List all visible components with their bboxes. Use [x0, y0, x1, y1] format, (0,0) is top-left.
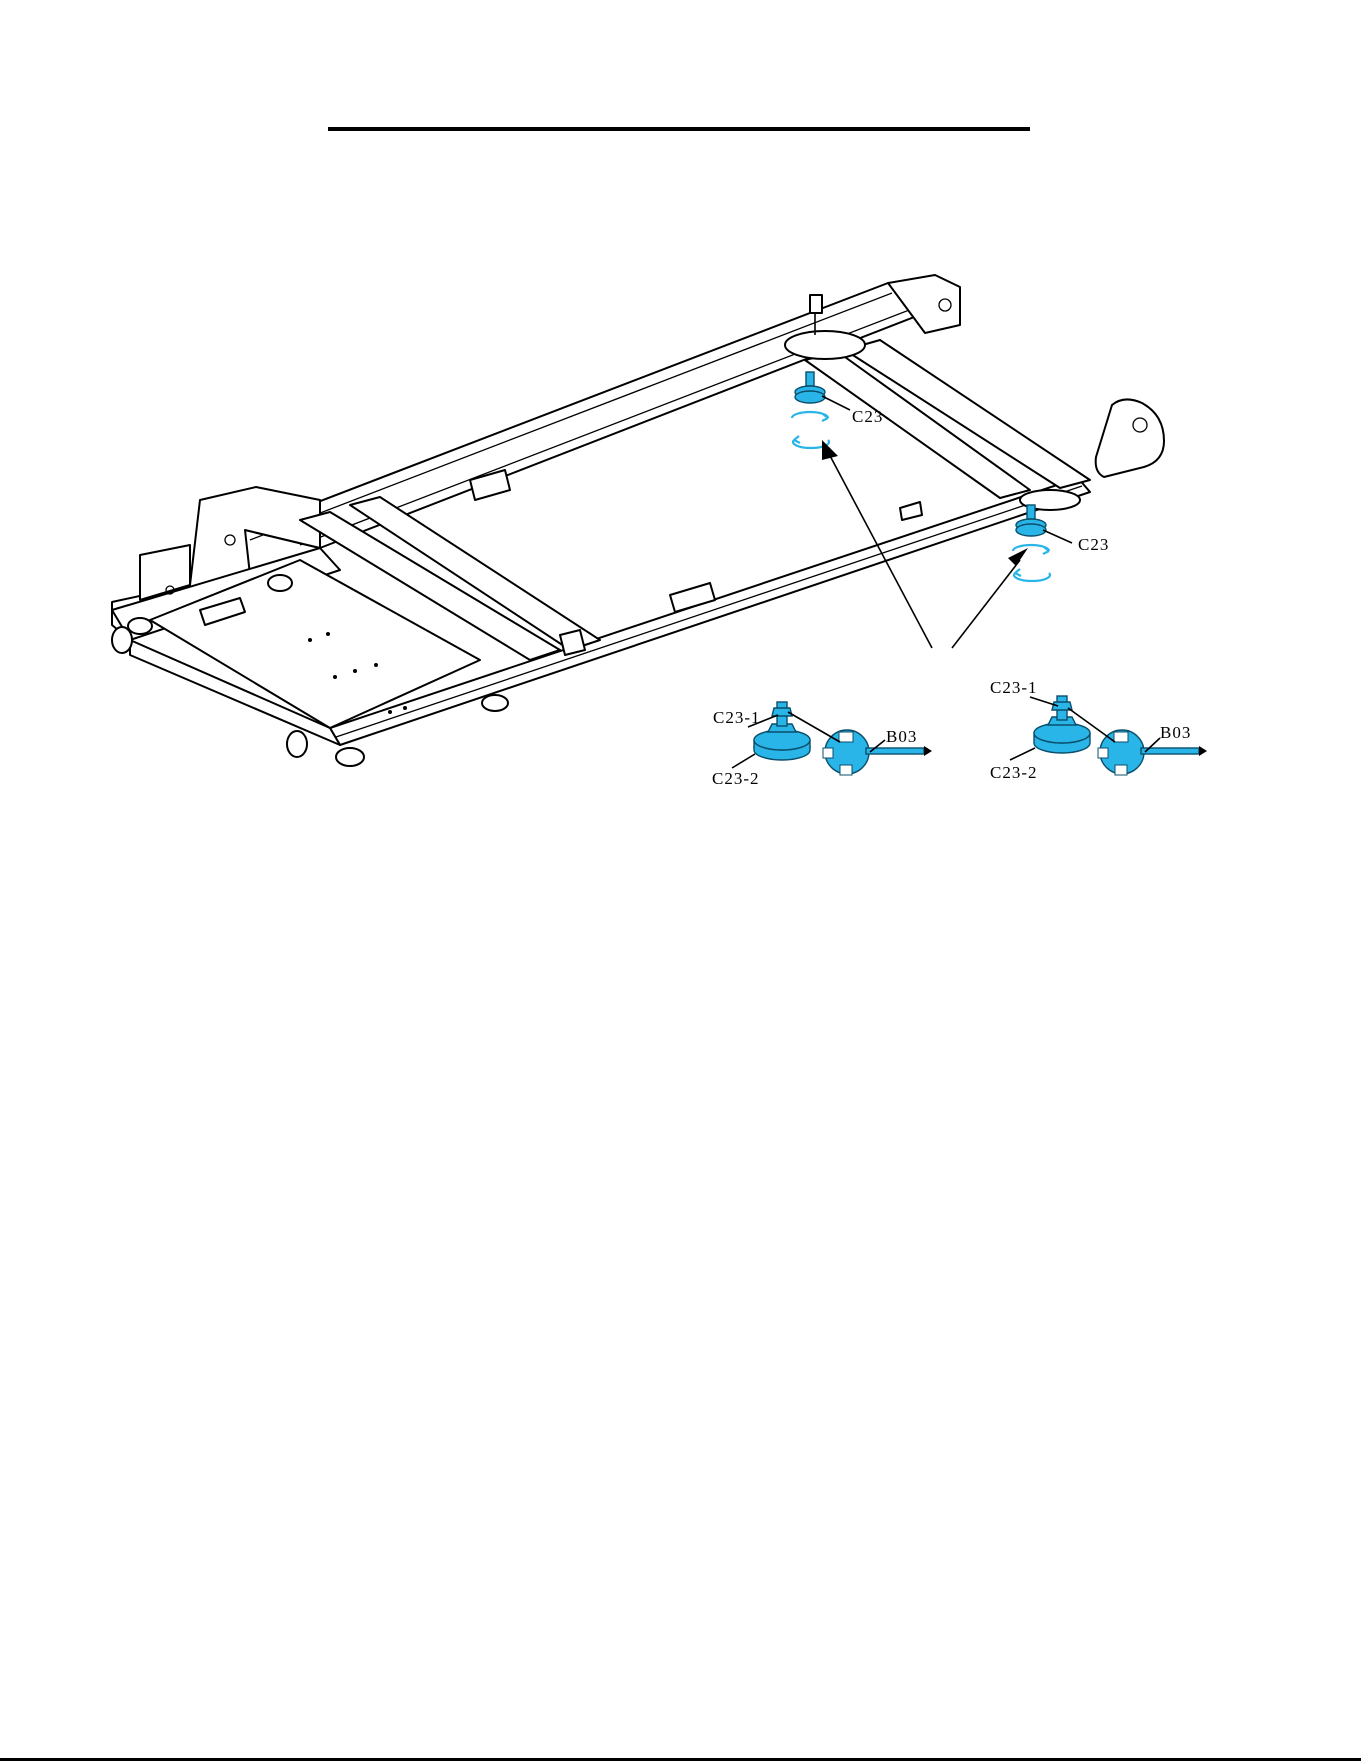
label-c23-left: C23	[852, 407, 883, 426]
label-b03-left: B03	[886, 727, 917, 746]
front-roller-cap	[1096, 399, 1164, 477]
label-c23-2-right: C23-2	[990, 763, 1038, 782]
label-b03-right: B03	[1160, 723, 1191, 742]
label-c23-2-left: C23-2	[712, 769, 760, 788]
label-c23-1-right: C23-1	[990, 678, 1038, 697]
label-c23-1-left: C23-1	[713, 708, 761, 727]
label-c23-right: C23	[1078, 535, 1109, 554]
foot-assembly-left	[792, 372, 829, 448]
